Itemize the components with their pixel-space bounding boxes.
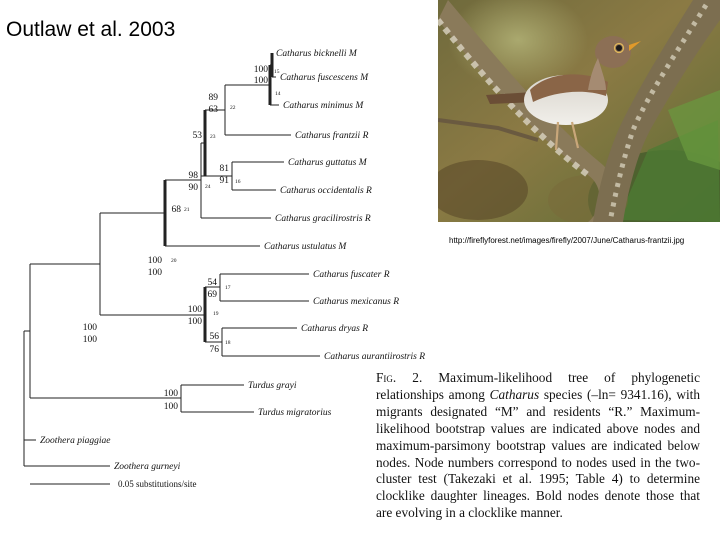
taxon-label-dryas: Catharus dryas R [301, 324, 368, 334]
caption-text-0: Maximum-likelihood tree of phylogenetic … [376, 370, 700, 402]
bird-photo [438, 0, 720, 222]
caption-figure-label: Fig. 2. [376, 370, 423, 385]
node-fusc_group-number: 14 [275, 91, 281, 97]
node-with_gracil-ml-bootstrap: 68 [172, 205, 182, 215]
node-dryas_aur-number: 18 [225, 340, 231, 346]
node-turdus-ml-bootstrap: 100 [164, 389, 179, 399]
taxon-label-minimus: Catharus minimus M [283, 101, 364, 111]
taxon-label-mexicanus: Catharus mexicanus R [313, 297, 399, 307]
taxon-label-gracilirostris: Catharus gracilirostris R [275, 214, 371, 224]
node-turdus-mp-bootstrap: 100 [164, 402, 179, 412]
slide-title: Outlaw et al. 2003 [6, 18, 176, 41]
node-catharus-ml-bootstrap: 100 [148, 256, 163, 266]
node-with_gracil-number: 21 [184, 207, 190, 213]
node-southern-number: 19 [213, 311, 219, 317]
taxon-label-aurantiirostris: Catharus aurantiirostris R [324, 352, 425, 362]
node-catharus-mp-bootstrap: 100 [148, 268, 163, 278]
node-bfm-ml-bootstrap: 89 [209, 93, 219, 103]
node-southern-ml-bootstrap: 100 [188, 305, 203, 315]
node-bick_fusc-number: 15 [274, 69, 280, 75]
node-bick_fusc-mp-bootstrap: 100 [254, 76, 269, 86]
node-gutt_occ-ml-bootstrap: 81 [220, 164, 230, 174]
taxon-label-bicknelli: Catharus bicknelli M [276, 49, 358, 59]
node-with_frantzii-number: 23 [210, 134, 216, 140]
taxon-label-frantzii: Catharus frantzii R [295, 130, 369, 141]
node-southern-mp-bootstrap: 100 [188, 317, 203, 327]
taxon-label-piaggiae: Zoothera piaggiae [40, 436, 110, 446]
node-bfm-number: 22 [230, 105, 236, 111]
node-gutt_occ-mp-bootstrap: 91 [220, 176, 230, 186]
node-catharus-number: 20 [171, 258, 177, 264]
taxon-label-fuscescens: Catharus fuscescens M [280, 72, 369, 83]
node-bfm-mp-bootstrap: 63 [209, 105, 219, 115]
node-gutt_occ-number: 16 [235, 179, 241, 185]
node-dryas_aur-mp-bootstrap: 76 [210, 345, 220, 355]
taxon-label-fuscater: Catharus fuscater R [313, 269, 390, 280]
node-root_ingroup-mp-bootstrap: 100 [83, 335, 98, 345]
taxon-label-migratorius: Turdus migratorius [258, 408, 332, 418]
node-root_ingroup-ml-bootstrap: 100 [83, 323, 98, 333]
figure-caption: Fig. 2. Maximum-likelihood tree of phylo… [376, 370, 700, 522]
node-dryas_aur-ml-bootstrap: 56 [210, 332, 220, 342]
node-fusc_mex-number: 17 [225, 285, 231, 291]
node-with_frantzii-ml-bootstrap: 53 [193, 131, 203, 141]
node-big_clade-ml-bootstrap: 98 [189, 171, 199, 181]
photo-source-url: http://fireflyforest.net/images/firefly/… [449, 236, 685, 245]
taxon-label-guttatus: Catharus guttatus M [288, 158, 368, 168]
node-fusc_mex-ml-bootstrap: 54 [208, 278, 218, 288]
caption-text-2: species (–ln= 9341.16), with migrants de… [376, 386, 700, 521]
node-fusc_mex-mp-bootstrap: 69 [208, 290, 218, 300]
taxon-label-occidentalis: Catharus occidentalis R [280, 186, 372, 196]
phylogenetic-tree: Catharus bicknelli M Catharus fuscescens … [23, 49, 425, 489]
taxon-label-grayi: Turdus grayi [248, 381, 297, 391]
scale-bar-label: 0.05 substitutions/site [118, 479, 197, 489]
taxon-label-gurneyi: Zoothera gurneyi [114, 462, 181, 472]
node-big_clade-number: 24 [205, 184, 211, 190]
taxon-label-ustulatus: Catharus ustulatus M [264, 242, 347, 252]
node-bick_fusc-ml-bootstrap: 100 [254, 65, 269, 75]
caption-text-1: Catharus [489, 386, 540, 402]
node-big_clade-mp-bootstrap: 90 [189, 183, 199, 193]
